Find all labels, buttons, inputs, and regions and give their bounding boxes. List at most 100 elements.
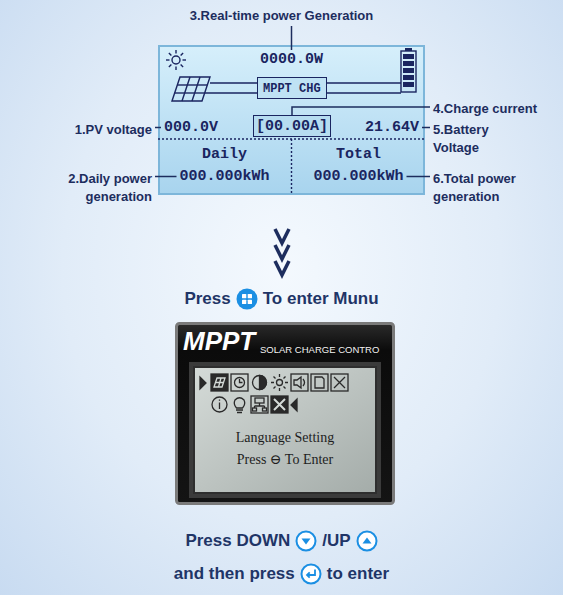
- icon-shape: [302, 539, 311, 545]
- icon-shape: [362, 538, 371, 544]
- text-slot: 5.Battery Voltage: [433, 120, 528, 156]
- down-button-icon: [295, 530, 317, 552]
- instruction-text: and then press: [174, 564, 295, 584]
- leader-line: [155, 176, 177, 178]
- lcd-screen: 0000.0W 000.0V 21.64V Daily Total 000.000kWh 0…: [158, 45, 425, 195]
- icon-shape: [235, 378, 245, 388]
- icon-shape: [175, 67, 176, 71]
- icon-shape: [403, 68, 414, 73]
- instruction-text: Press: [184, 289, 230, 309]
- icon-shape: [311, 374, 328, 391]
- icon-shape: [403, 54, 414, 59]
- text-slot: 3.Real-time power Generation: [0, 6, 563, 24]
- total-heading: Total: [336, 146, 381, 163]
- up-button-icon: [356, 530, 378, 552]
- text-slot: Language Setting: [193, 428, 377, 447]
- text-slot: 1.PV voltage: [42, 120, 152, 138]
- callout-label: 6.Total power generation: [433, 171, 516, 204]
- text-slot: 000.000kWh: [158, 166, 291, 186]
- icon-shape: [277, 380, 283, 386]
- icon-shape: [334, 377, 345, 388]
- battery-voltage-reading: 21.64V: [365, 119, 419, 136]
- icon-shape: [253, 376, 267, 390]
- icon-shape: [158, 50, 425, 195]
- text-slot: Press ⊖ To Enter: [193, 450, 377, 469]
- daily-energy: 000.000kWh: [179, 168, 269, 185]
- brand-subtitle: SOLAR CHARGE CONTRO: [260, 344, 379, 355]
- icon-shape: [405, 48, 412, 51]
- icon-shape: [172, 77, 210, 101]
- daily-heading: Daily: [202, 146, 247, 163]
- pv-voltage-reading: 000.0V: [164, 119, 218, 136]
- icon-shape: [274, 399, 285, 410]
- instruction-line: and then press to enter: [0, 561, 563, 587]
- total-energy: 000.000kWh: [313, 168, 403, 185]
- callout-label: 4.Charge current: [433, 101, 537, 116]
- icon-shape: [219, 400, 220, 410]
- icon-shape: [307, 570, 315, 578]
- icon-shape: [211, 374, 228, 391]
- menu-button-icon: [236, 288, 258, 310]
- icon-shape: [271, 396, 288, 413]
- leader-line: [292, 107, 430, 115]
- text-slot: 6.Total power generation: [433, 169, 545, 205]
- text-slot: 000.0V: [164, 117, 218, 137]
- icon-shape: [260, 376, 267, 390]
- icon-shape: [242, 300, 246, 304]
- icon-shape: [212, 397, 227, 412]
- icon-shape: [403, 61, 414, 66]
- icon-shape: [177, 84, 207, 85]
- instruction-line: Press To enter Munu: [0, 286, 563, 312]
- chevron: [275, 245, 289, 259]
- current-reading: [00.00A]: [256, 118, 328, 135]
- icon-shape: [255, 403, 265, 408]
- callout-label: 2.Daily power generation: [68, 171, 152, 204]
- icon-shape: [403, 48, 414, 87]
- icon-shape: [240, 379, 243, 383]
- icon-shape: [331, 374, 348, 391]
- text-slot: 000.000kWh: [292, 166, 425, 186]
- icon-shape: [159, 46, 424, 194]
- icon-shape: [275, 229, 289, 275]
- controller-panel: MPPT SOLAR CHARGE CONTRO Language SettingP…: [175, 322, 395, 505]
- current-box: [00.00A]: [253, 115, 331, 137]
- icon-shape: [192, 77, 200, 101]
- icon-shape: [401, 51, 416, 92]
- instruction-text: /UP: [322, 531, 350, 551]
- status-box: MPPT CHG: [257, 77, 327, 99]
- icon-shape: [255, 398, 264, 403]
- icon-shape: [291, 139, 292, 195]
- status-text: MPPT CHG: [263, 82, 321, 96]
- text-slot: Daily: [158, 144, 291, 164]
- icon-shape: [175, 50, 176, 54]
- icon-shape: [181, 65, 184, 68]
- menu-screen: Language SettingPress ⊖ To Enter: [193, 366, 377, 494]
- text-slot: 2.Daily power generation: [42, 169, 152, 205]
- instruction-text: To enter Munu: [263, 289, 379, 309]
- chevron: [275, 261, 289, 275]
- icon-shape: [236, 289, 257, 310]
- leader-line: [155, 127, 161, 129]
- icon-shape: [271, 374, 288, 391]
- text-slot: 0000.0W: [158, 49, 425, 69]
- icon-shape: [172, 56, 180, 64]
- text-slot: 21.64V: [365, 117, 419, 137]
- icon-shape: [183, 59, 187, 60]
- icon-shape: [301, 565, 320, 584]
- icon-shape: [263, 408, 267, 411]
- icon-shape: [182, 77, 190, 101]
- icon-shape: [403, 82, 414, 87]
- menu-item-text: Language Setting: [236, 430, 334, 445]
- instruction-line: Press DOWN /UP: [0, 528, 563, 554]
- enter-button-icon: [300, 563, 322, 585]
- chevron: [275, 229, 289, 243]
- instruction-text: Press DOWN: [185, 531, 290, 551]
- brand-logo: MPPT: [183, 326, 255, 356]
- icon-shape: [247, 294, 251, 298]
- icon-shape: [231, 374, 248, 391]
- icon-shape: [291, 374, 308, 391]
- icon-shape: [175, 92, 205, 93]
- icon-shape: [169, 65, 172, 68]
- icon-shape: [234, 398, 244, 413]
- callout-label: 5.Battery Voltage: [433, 122, 489, 155]
